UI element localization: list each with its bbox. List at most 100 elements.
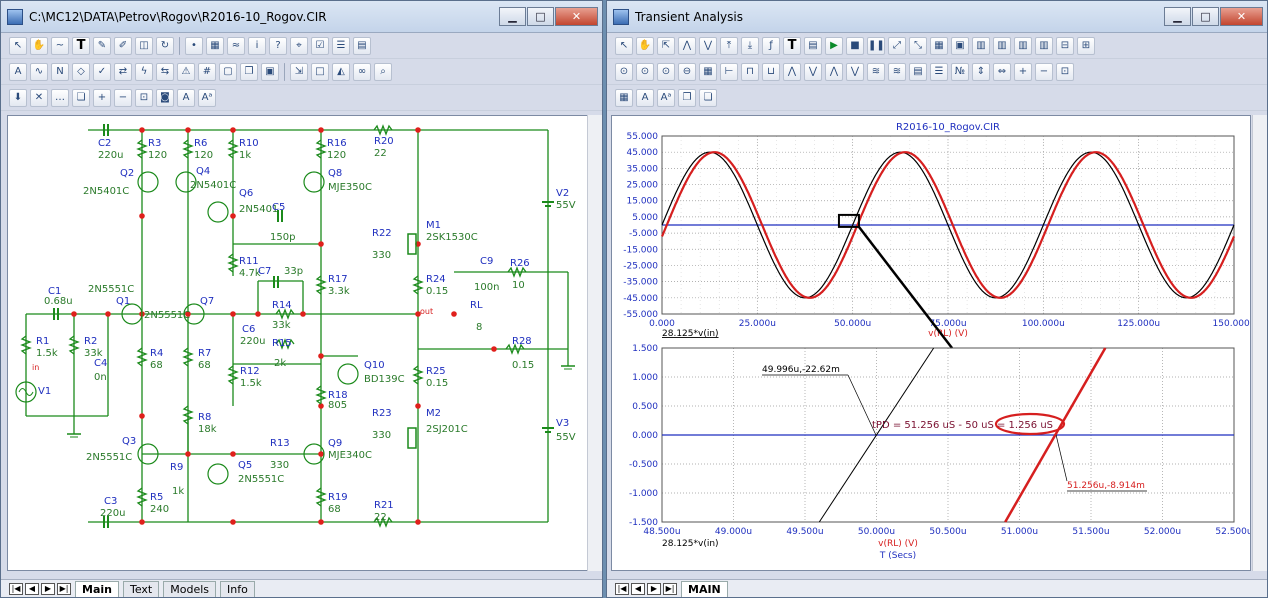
step2-icon[interactable]: ⤡ <box>909 36 927 55</box>
close-button[interactable]: ✕ <box>555 7 598 26</box>
copy-icon[interactable]: ❐ <box>678 88 696 107</box>
cursor4-icon[interactable]: ⊖ <box>678 62 696 81</box>
clipboard-icon[interactable]: ▤ <box>909 62 927 81</box>
high-icon[interactable]: ⤒ <box>720 36 738 55</box>
run-icon[interactable]: ▶ <box>825 36 843 55</box>
node-icon[interactable]: • <box>185 36 203 55</box>
pen-tool-icon[interactable]: ✎ <box>93 36 111 55</box>
wave-shape5-icon[interactable]: ⋀ <box>825 62 843 81</box>
box-icon[interactable]: □ <box>311 62 329 81</box>
help-icon[interactable]: ? <box>269 36 287 55</box>
wave-shape4-icon[interactable]: ⋁ <box>804 62 822 81</box>
doc-icon[interactable]: ☰ <box>930 62 948 81</box>
wave-shape3-icon[interactable]: ⋀ <box>783 62 801 81</box>
netlist-icon[interactable]: N <box>51 62 69 81</box>
valley-icon[interactable]: ⋁ <box>699 36 717 55</box>
binoculars-icon[interactable]: ∞ <box>353 62 371 81</box>
transient-titlebar[interactable]: Transient Analysis ▁ □ ✕ <box>607 1 1267 33</box>
stop-icon[interactable]: ✕ <box>30 88 48 107</box>
font-icon[interactable]: A <box>177 88 195 107</box>
zoom-fit-icon[interactable]: ⊡ <box>135 88 153 107</box>
layout1-icon[interactable]: ▥ <box>972 36 990 55</box>
select-tool-icon[interactable]: ↖ <box>9 36 27 55</box>
probe-icon[interactable]: ⌖ <box>290 36 308 55</box>
cursor-icon[interactable]: ⊙ <box>615 62 633 81</box>
select-icon[interactable]: ↖ <box>615 36 633 55</box>
tab-main[interactable]: Main <box>75 580 119 597</box>
step-icon[interactable]: ⇲ <box>290 62 308 81</box>
peak-icon[interactable]: ⋀ <box>678 36 696 55</box>
wave-shape2-icon[interactable]: ⊔ <box>762 62 780 81</box>
prev-page-button[interactable]: ◀ <box>25 582 39 595</box>
brush-tool-icon[interactable]: ✐ <box>114 36 132 55</box>
check-icon[interactable]: ✓ <box>93 62 111 81</box>
next-page-button[interactable]: ▶ <box>41 582 55 595</box>
font-icon[interactable]: A <box>636 88 654 107</box>
properties-icon[interactable]: ▤ <box>353 36 371 55</box>
copy-region-icon[interactable]: ❏ <box>72 88 90 107</box>
schematic-vscroll[interactable] <box>587 115 602 571</box>
page-icon[interactable]: ▢ <box>219 62 237 81</box>
zoom-out-icon[interactable]: − <box>114 88 132 107</box>
wave-icon[interactable]: ≈ <box>227 36 245 55</box>
wave-shape8-icon[interactable]: ≋ <box>888 62 906 81</box>
split-h-icon[interactable]: ⊟ <box>1056 36 1074 55</box>
minimize-button[interactable]: ▁ <box>1164 7 1191 26</box>
props-icon[interactable]: ▤ <box>804 36 822 55</box>
zoom-out-icon[interactable]: − <box>1035 62 1053 81</box>
text-icon[interactable]: T <box>783 36 801 55</box>
rotate-icon[interactable]: ↻ <box>156 36 174 55</box>
grid-icon[interactable]: ▦ <box>206 36 224 55</box>
cursor2-icon[interactable]: ⊙ <box>636 62 654 81</box>
list-icon[interactable]: ☰ <box>332 36 350 55</box>
layout2-icon[interactable]: ▥ <box>993 36 1011 55</box>
camera-icon[interactable]: ◙ <box>156 88 174 107</box>
checkbox-icon[interactable]: ☑ <box>311 36 329 55</box>
component-icon[interactable]: ◫ <box>135 36 153 55</box>
plot-vscroll[interactable] <box>1252 115 1267 571</box>
plot-prop-icon[interactable]: ▦ <box>930 36 948 55</box>
wave-shape6-icon[interactable]: ⋁ <box>846 62 864 81</box>
plot-prop2-icon[interactable]: ▣ <box>951 36 969 55</box>
paste-icon[interactable]: ▣ <box>261 62 279 81</box>
low-icon[interactable]: ⤓ <box>741 36 759 55</box>
schematic-titlebar[interactable]: C:\MC12\DATA\Petrov\Rogov\R2016-10_Rogov… <box>1 1 602 33</box>
schematic-window[interactable]: C:\MC12\DATA\Petrov\Rogov\R2016-10_Rogov… <box>0 0 603 598</box>
warning-icon[interactable]: ⚠ <box>177 62 195 81</box>
split-grid-icon[interactable]: ⊞ <box>1077 36 1095 55</box>
wave-shape7-icon[interactable]: ≋ <box>867 62 885 81</box>
rise-icon[interactable]: ⊢ <box>720 62 738 81</box>
stop-run-icon[interactable]: ■ <box>846 36 864 55</box>
transient-window[interactable]: Transient Analysis ▁ □ ✕ ↖ ✋ ⇱ ⋀ ⋁ ⤒ ⤓ ƒ… <box>606 0 1268 598</box>
zoom-in-icon[interactable]: + <box>93 88 111 107</box>
find-icon[interactable]: ⌕ <box>374 62 392 81</box>
fit2-icon[interactable]: ⇔ <box>993 62 1011 81</box>
mesh-icon[interactable]: # <box>198 62 216 81</box>
cursor3-icon[interactable]: ⊙ <box>657 62 675 81</box>
minimize-button[interactable]: ▁ <box>499 7 526 26</box>
voltage-icon[interactable]: ⇆ <box>156 62 174 81</box>
more-icon[interactable]: … <box>51 88 69 107</box>
formula-icon[interactable]: ƒ <box>762 36 780 55</box>
model-icon[interactable]: ◇ <box>72 62 90 81</box>
tab-text[interactable]: Text <box>122 580 160 597</box>
first-page-button[interactable]: |◀ <box>615 582 629 595</box>
pause-icon[interactable]: ❚❚ <box>867 36 885 55</box>
text-tool-icon[interactable]: T <box>72 36 90 55</box>
tab-info[interactable]: Info <box>220 580 255 597</box>
down-icon[interactable]: ⬇ <box>9 88 27 107</box>
lightning-icon[interactable]: ϟ <box>135 62 153 81</box>
paste-icon[interactable]: ❏ <box>699 88 717 107</box>
flip-icon[interactable]: ⇄ <box>114 62 132 81</box>
info-icon[interactable]: i <box>248 36 266 55</box>
counter-icon[interactable]: № <box>951 62 969 81</box>
table-icon[interactable]: ▦ <box>699 62 717 81</box>
copy-icon[interactable]: ❐ <box>240 62 258 81</box>
wire-tool-icon[interactable]: ~ <box>51 36 69 55</box>
wave-shape1-icon[interactable]: ⊓ <box>741 62 759 81</box>
analysis-wave-icon[interactable]: ∿ <box>30 62 48 81</box>
scale-icon[interactable]: ⇱ <box>657 36 675 55</box>
tab-models[interactable]: Models <box>163 580 216 597</box>
